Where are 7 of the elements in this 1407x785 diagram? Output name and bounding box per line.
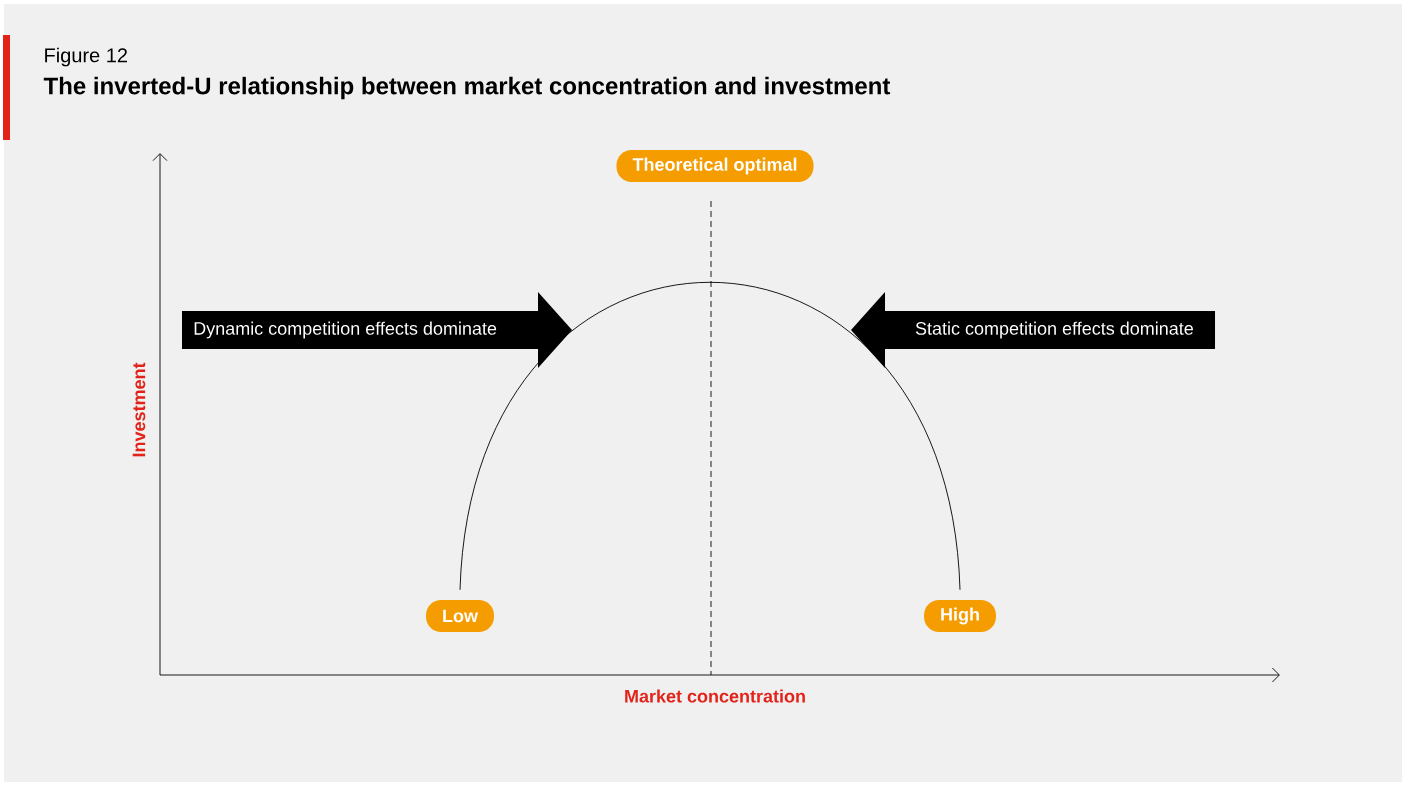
figure-number: Figure 12 [45,47,127,67]
axis-label: Investment [132,362,146,457]
pill-label: High [924,600,996,632]
curve [459,281,961,591]
pill-label: Theoretical optimal [616,150,814,182]
axis-label: Market concentration [625,689,805,703]
title: The inverted-U relationship between market concentration and investment [43,76,891,100]
